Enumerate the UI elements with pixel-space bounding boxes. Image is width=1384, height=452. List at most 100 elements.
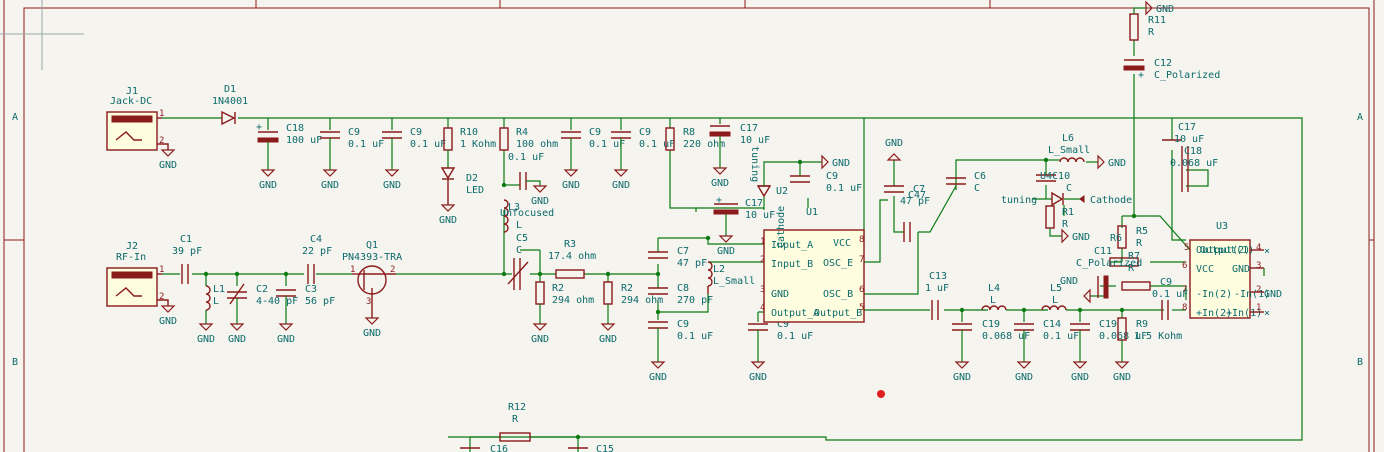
capacitor-u4c10[interactable]: U4C10 C xyxy=(1036,171,1072,194)
capacitor-c18[interactable]: + C18 100 uF xyxy=(256,122,322,170)
capacitor-c9-a[interactable]: C9 0.1 uF xyxy=(320,127,384,170)
c9f-value: 0.1 uF xyxy=(777,331,813,342)
gnd-label: GND xyxy=(531,196,549,207)
capacitor-c9-c[interactable]: C9 0.1 uF xyxy=(561,127,625,170)
inductor-l6[interactable]: L6 L_Small xyxy=(1048,133,1090,163)
u1-num-5: 5 xyxy=(859,303,864,313)
resistor-r8[interactable]: R8 220 ohm xyxy=(665,127,725,151)
capacitor-c7-a[interactable]: C7 47 pF xyxy=(648,246,707,269)
r8-ref: R8 xyxy=(683,127,695,138)
u2-ref: U2 xyxy=(776,186,788,197)
c9e-ref: C9 xyxy=(677,319,689,330)
resistor-r5[interactable]: R5 R xyxy=(1117,225,1148,249)
led-d2[interactable]: D2 LED xyxy=(440,167,484,205)
q1-pin1: 1 xyxy=(350,265,355,275)
capacitor-c1[interactable]: C1 39 pF xyxy=(172,234,202,284)
connector-j1[interactable]: J1 Jack-DC 1 2 xyxy=(106,86,169,151)
capacitor-c4[interactable]: C4 22 pF xyxy=(302,234,332,284)
capacitor-c9-e[interactable]: C9 0.1 uF xyxy=(648,319,713,362)
c6b-value: C xyxy=(974,183,980,194)
capacitor-c3[interactable]: C3 56 pF xyxy=(276,284,335,324)
inductor-l5[interactable]: L5 L xyxy=(1041,283,1067,311)
capacitor-c9-h[interactable]: C9 0.1 uF xyxy=(790,171,862,194)
c9d-value: 0.1 uF xyxy=(639,139,675,150)
gnd-label: GND xyxy=(159,316,177,327)
capacitor-c9-f[interactable]: C9 0.1 uF xyxy=(748,319,813,362)
resistor-r12[interactable]: R12 R xyxy=(499,402,531,442)
c2-value: 4-40 pF xyxy=(256,296,298,307)
resistor-r11[interactable]: R11 R xyxy=(1129,7,1166,41)
gnd-label: GND xyxy=(649,372,667,383)
capacitor-c19-a[interactable]: C19 0.068 uF xyxy=(952,319,1030,362)
u3-pin-plus2: +In(2) xyxy=(1196,308,1232,319)
capacitor-c14[interactable]: C14 0.1 uF xyxy=(1014,319,1079,362)
c9a-ref: C9 xyxy=(348,127,360,138)
resistor-r7[interactable]: R7 R xyxy=(1121,251,1151,291)
capacitor-c47[interactable]: C47 xyxy=(903,190,926,242)
u3-pin-minus1: -In(1) xyxy=(1234,289,1270,300)
gnd-label: GND xyxy=(953,372,971,383)
ic-u3[interactable]: U3 Output(2) Output(1) VCC GND -In(2) -I… xyxy=(1182,221,1282,319)
inductor-l3[interactable]: L3 Unfocused L xyxy=(500,199,554,233)
resistor-r9[interactable]: R9 1.5 Kohm xyxy=(1117,317,1182,362)
capacitor-c17-c[interactable]: C17 10 uF xyxy=(1162,122,1204,145)
capacitor-c7-b[interactable]: C7 47 pF xyxy=(884,184,930,207)
ic-u1[interactable]: U1 Input_A Input_B GND Output_A VCC OSC_… xyxy=(760,206,865,323)
capacitor-c6-b[interactable]: C6 C xyxy=(946,171,986,194)
capacitor-c17-b[interactable]: + C17 10 uF xyxy=(713,195,775,236)
inductor-l2[interactable]: L2 L_Small xyxy=(707,261,755,294)
capacitor-c17-a[interactable]: C17 10 uF xyxy=(709,123,770,168)
r10-ref: R10 xyxy=(460,127,478,138)
gnd-symbol: GND xyxy=(228,323,246,345)
transistor-q1[interactable]: Q1 PN4393-TRA 1 2 3 xyxy=(342,240,402,318)
j2-pin2: 2 xyxy=(159,292,164,302)
c17c-ref: C17 xyxy=(1178,122,1196,133)
capacitor-c12[interactable]: + C12 C_Polarized xyxy=(1123,58,1220,81)
capacitor-c5[interactable]: C5 C xyxy=(507,233,529,290)
resistor-r4[interactable]: R4 100 ohm xyxy=(499,127,558,151)
gnd-label: GND xyxy=(562,180,580,191)
varactor-u2[interactable]: U2 tuning xyxy=(749,146,788,198)
j1-value: Jack-DC xyxy=(110,96,152,107)
gnd-label: GND xyxy=(749,372,767,383)
c9c-ref: C9 xyxy=(589,127,601,138)
resistor-r1[interactable]: R1 R xyxy=(1045,205,1074,237)
u1-num-6: 6 xyxy=(859,285,864,295)
trimmer-c2[interactable]: C2 4-40 pF xyxy=(227,283,298,324)
c16-ref: C16 xyxy=(490,444,508,452)
resistor-r3[interactable]: R3 17.4 ohm xyxy=(548,239,596,279)
resistor-r2-a[interactable]: R2 294 ohm xyxy=(535,281,594,324)
resistor-r2-b[interactable]: R2 294 ohm xyxy=(603,281,663,324)
capacitor-c16[interactable]: C16 xyxy=(460,444,508,452)
capacitor-c15[interactable]: C15 xyxy=(568,444,614,452)
diode-d1[interactable]: D1 1N4001 xyxy=(212,84,248,126)
r5-ref: R5 xyxy=(1136,226,1148,237)
tuning-net-label: tuning xyxy=(1001,195,1037,206)
capacitor-c13[interactable]: C13 1 uF xyxy=(925,271,949,320)
resistor-r10[interactable]: R10 1 Kohm xyxy=(443,127,496,168)
capacitor-c10[interactable]: 0.1 uF xyxy=(508,152,544,190)
capacitor-c9-i[interactable]: C9 0.1 uF xyxy=(1152,277,1188,320)
gnd-label: GND xyxy=(1071,372,1089,383)
connector-j2[interactable]: J2 RF-In 1 2 xyxy=(106,241,169,307)
u1-pin-output-a: Output_A xyxy=(771,308,819,319)
c18b-ref: C18 xyxy=(1184,146,1202,157)
varactor-tuning[interactable]: tuning Cathode xyxy=(1001,191,1132,207)
capacitor-c18-b[interactable]: C18 0.068 uF xyxy=(1170,146,1218,192)
capacitor-c8[interactable]: C8 270 pF xyxy=(648,283,713,306)
inductor-l4[interactable]: L4 L xyxy=(981,283,1007,311)
u1-pin-osc-e: OSC_E xyxy=(823,258,853,269)
c3-value: 56 pF xyxy=(305,296,335,307)
gnd-symbol: GND xyxy=(531,185,549,207)
resistor-r6[interactable]: R6 xyxy=(1109,233,1139,267)
capacitor-c9-d[interactable]: C9 0.1 uF xyxy=(611,127,675,170)
capacitor-c19-b[interactable]: C19 0.068 uF xyxy=(1070,319,1147,362)
error-marker[interactable] xyxy=(877,390,885,398)
inductor-l1[interactable]: L1 L xyxy=(205,284,225,324)
capacitor-c9-b[interactable]: C9 0.1 uF xyxy=(382,127,446,170)
j1-pin1: 1 xyxy=(159,109,164,119)
l1-ref: L1 xyxy=(213,284,225,295)
capacitor-c11[interactable]: C11 C_Polarized xyxy=(1076,246,1142,299)
